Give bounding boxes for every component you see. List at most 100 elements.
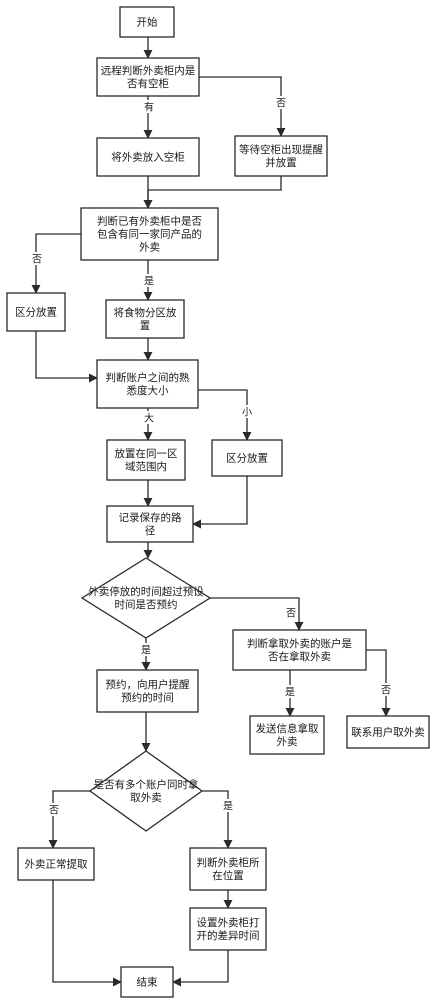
edge-arrow [31,233,81,294]
edge-label-no: 否 [285,606,297,620]
edge-arrow [48,790,90,849]
node-label: 将外卖放入空柜 [111,151,185,164]
node-label: 判断外卖柜所 [197,856,260,869]
svg-text:否: 否 [381,685,391,697]
node-label: 否在拿取外卖 [268,650,331,663]
svg-text:是: 是 [285,687,295,699]
edge-arrow [35,331,98,383]
process-box [106,505,194,543]
node-normal-pickup: 外卖正常提取 [17,847,95,881]
node-label: 远程判断外卖柜内是 [101,64,196,77]
svg-text:否: 否 [286,608,296,620]
edges [31,37,391,987]
process-box [120,966,174,998]
node-label: 判断已有外卖柜中是否 [97,215,202,228]
edge-label-no: 否 [275,96,287,110]
node-label: 判断账户之间的熟 [106,371,190,384]
node-label: 开的差异时间 [197,929,260,942]
node-label: 区分放置 [15,306,57,319]
node-label: 开始 [137,16,158,29]
decision-diamond [88,750,204,832]
node-contact-user: 联系用户取外卖 [346,715,430,749]
edge-arrow [192,476,248,529]
process-box [96,669,199,713]
node-label: 发送信息拿取 [256,722,319,735]
node-label: 是否有多个账户同时拿 [94,778,199,791]
edge-arrow [172,950,229,987]
node-label: 等待空柜出现提醒 [239,143,323,156]
process-box [234,135,328,177]
edge-arrow [143,176,282,209]
edge-label-yes: 是 [140,643,152,657]
node-zone-right: 区分放置 [211,439,283,477]
edge-label-big: 大 [143,411,155,425]
edge-label-yes: 是 [143,274,155,288]
process-box [211,439,283,477]
edge-label-no: 否 [380,683,392,697]
node-zone-left: 区分放置 [6,292,66,332]
node-label: 设置外卖柜打 [197,916,260,929]
node-label: 否有空柜 [127,77,169,90]
node-label: 外卖停放的时间超过预设 [88,585,204,598]
edge-labels: 有否否是大小否是是否否是 [31,96,392,817]
edge-label-yes: 是 [284,685,296,699]
node-label: 预约的时间 [121,691,174,704]
svg-text:小: 小 [242,407,252,419]
node-end: 结束 [120,966,174,998]
process-box [346,715,430,749]
nodes: 开始远程判断外卖柜内是否有空柜将外卖放入空柜等待空柜出现提醒并放置判断已有外卖柜… [6,6,430,998]
svg-text:是: 是 [141,645,151,657]
edge-arrow [202,790,233,849]
process-box [17,847,95,881]
node-label: 区分放置 [226,452,268,465]
node-label: 记录保存的路 [119,511,182,524]
svg-text:否: 否 [276,98,286,110]
node-label: 外卖 [277,736,298,748]
node-label: 放置在同一区 [115,447,178,460]
node-label: 判断拿取外卖的账户是 [247,637,352,650]
process-box [105,299,185,339]
process-box [189,847,267,891]
process-box [106,439,186,481]
node-label: 时间是否预约 [115,598,178,611]
svg-text:有: 有 [144,101,154,114]
process-box [80,207,219,261]
edge-label-no: 否 [48,803,60,817]
edge-arrow [198,389,252,441]
process-box [96,137,200,177]
process-box [249,715,325,755]
svg-text:否: 否 [49,805,59,817]
process-box [119,6,175,38]
node-label: 结束 [137,976,158,989]
edge-label-no: 否 [31,252,43,266]
node-label: 包含有同一家同产品的 [97,228,202,241]
node-label: 域范围内 [125,460,167,473]
svg-text:是: 是 [223,801,233,813]
node-label: 将食物分区放 [114,306,177,319]
decision-diamond [80,557,212,639]
edge-label-yes: 是 [222,799,234,813]
process-box [6,292,66,332]
edge-arrow [199,76,286,137]
edge-label-has: 有 [143,100,155,114]
edge-arrow [52,880,122,987]
process-box [232,629,367,671]
svg-text:大: 大 [144,412,154,425]
node-label: 置 [140,320,151,332]
process-box [96,57,200,97]
node-label: 预约，向用户提醒 [106,678,190,691]
edge-label-small: 小 [241,405,253,419]
